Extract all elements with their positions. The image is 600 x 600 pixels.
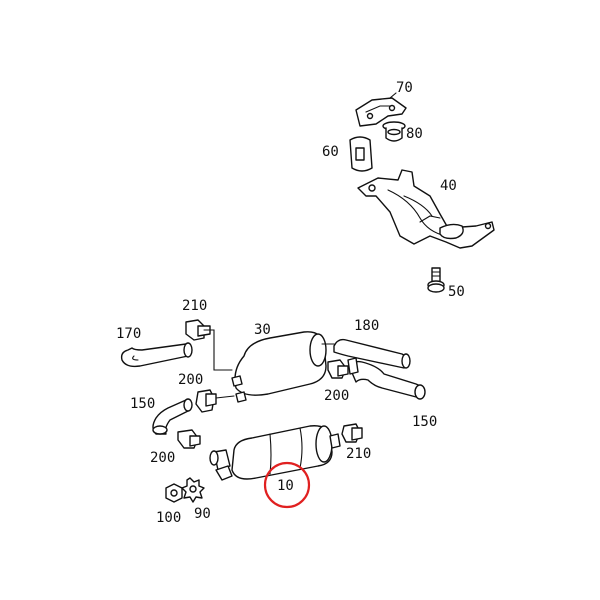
part-170-bent-pipe [120, 342, 193, 368]
leader-200-upper [215, 395, 235, 399]
label-170: 170 [116, 326, 141, 342]
part-210-clamp-right [341, 423, 363, 443]
label-100: 100 [156, 510, 181, 526]
part-200-clamp-lower [177, 429, 201, 449]
part-50-bolt [427, 267, 445, 293]
part-60-hanger [349, 136, 373, 172]
part-200-clamp-upper [195, 389, 217, 413]
label-90: 90 [194, 506, 211, 522]
part-150-bent-pipe-right [347, 357, 426, 400]
part-10-front-muffler [209, 425, 341, 481]
label-200-right: 200 [324, 388, 349, 404]
label-40: 40 [440, 178, 457, 194]
highlight-circle [263, 461, 311, 509]
label-10: 10 [277, 478, 294, 494]
label-30: 30 [254, 322, 271, 338]
label-200-upper: 200 [178, 372, 203, 388]
part-80-mount [382, 121, 406, 142]
label-80: 80 [406, 126, 423, 142]
part-70-bracket [355, 97, 407, 127]
label-210-top: 210 [182, 298, 207, 314]
label-150-left: 150 [130, 396, 155, 412]
part-40-bracket [357, 169, 495, 249]
leader-70 [389, 92, 397, 99]
label-180: 180 [354, 318, 379, 334]
label-150-right: 150 [412, 414, 437, 430]
label-70: 70 [396, 80, 413, 96]
label-200-lower: 200 [150, 450, 175, 466]
part-100-nut [165, 483, 183, 503]
label-210-right: 210 [346, 446, 371, 462]
part-90-washer [181, 477, 205, 503]
part-150-elbow-left [152, 398, 193, 435]
part-210-clamp-top [185, 319, 211, 341]
label-60: 60 [322, 144, 339, 160]
label-50: 50 [448, 284, 465, 300]
part-30-muffler [231, 331, 335, 403]
part-200-clamp-right [327, 359, 349, 379]
part-180-tail-pipe [333, 338, 411, 369]
leader-210-top [203, 329, 233, 371]
